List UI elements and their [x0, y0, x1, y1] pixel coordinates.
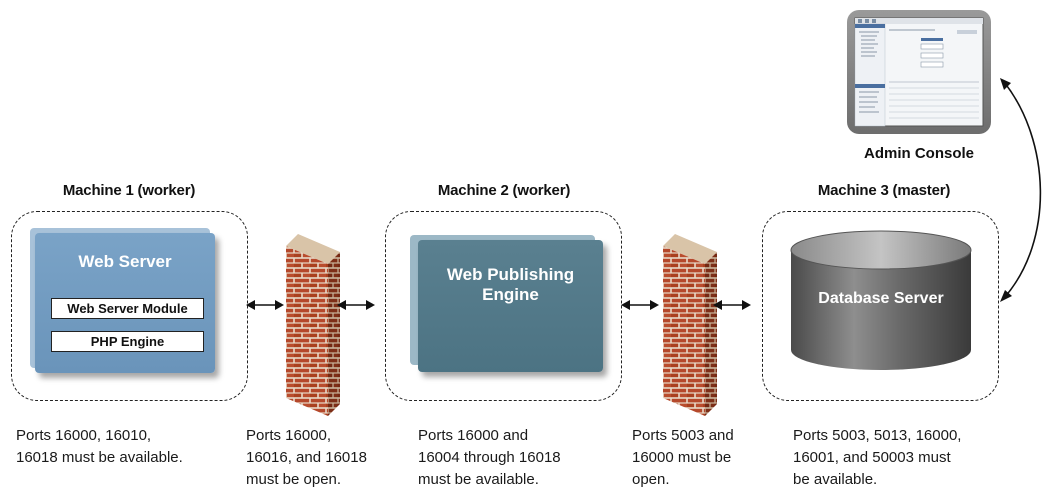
admin-curve-arrow-icon: [1000, 78, 1042, 302]
connection-arrow-icon: [337, 300, 375, 310]
web-server-module-box: Web Server Module: [51, 298, 204, 319]
machine-3-title: Machine 3 (master): [817, 182, 951, 199]
caption-machine-3: Ports 5003, 5013, 16000, 16001, and 5000…: [793, 427, 962, 488]
caption-firewall-2: Ports 5003 and 16000 must be open.: [632, 427, 734, 488]
machine-2-title: Machine 2 (worker): [437, 182, 571, 199]
caption-machine-1: Ports 16000, 16010, 16018 must be availa…: [16, 427, 183, 466]
web-publishing-engine-title: Web Publishing Engine: [446, 265, 575, 304]
php-engine-box: PHP Engine: [51, 331, 204, 352]
admin-console-label: Admin Console: [863, 145, 975, 162]
web-publishing-engine-block: [418, 240, 603, 372]
machine-1-boundary: [11, 211, 248, 401]
database-cylinder-icon: [790, 230, 972, 370]
connection-arrow-icon: [621, 300, 659, 310]
caption-firewall-1: Ports 16000, 16016, and 16018 must be op…: [246, 427, 367, 488]
connection-arrow-icon: [713, 300, 751, 310]
admin-console-monitor-icon: [847, 10, 991, 134]
machine-1-title: Machine 1 (worker): [62, 182, 196, 199]
firewall-icon: [286, 234, 340, 416]
caption-machine-2: Ports 16000 and 16004 through 16018 must…: [418, 427, 561, 488]
machine-2-boundary: [385, 211, 622, 401]
firewall-icon: [663, 234, 717, 416]
machine-3-boundary: [762, 211, 999, 401]
database-server-title: Database Server: [818, 290, 944, 307]
connection-arrow-icon: [246, 300, 284, 310]
web-server-title: Web Server: [78, 252, 172, 271]
